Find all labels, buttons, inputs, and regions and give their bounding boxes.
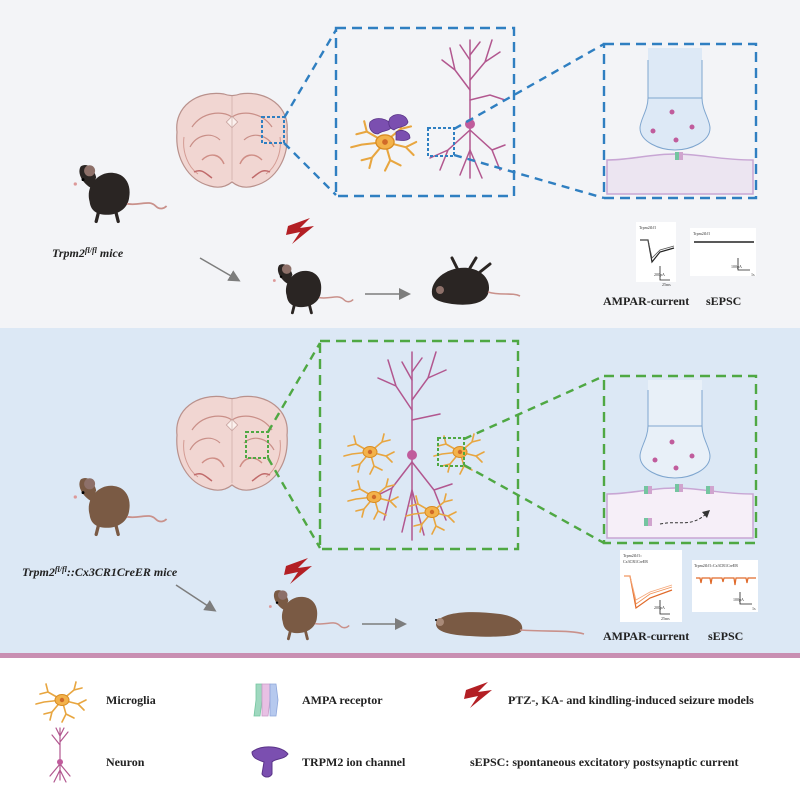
zoom-line — [283, 142, 337, 196]
svg-text:Trpm2fl/fl: Trpm2fl/fl — [693, 231, 711, 236]
sepsc-trace-bottom: Trpm2fl/fl::Cx3CR1CreER 100pA 1s — [692, 560, 758, 612]
zoom-line — [453, 42, 605, 131]
sepsc-trace-top: Trpm2fl/fl 100pA 1s — [690, 228, 756, 277]
brain-roi-box — [245, 431, 269, 459]
legend-ampa-label: AMPA receptor — [302, 693, 383, 707]
divider-bar — [0, 653, 800, 658]
zoom-line — [266, 457, 322, 549]
brain-roi-box — [261, 116, 285, 144]
ampar-caption: AMPAR-current — [603, 629, 689, 643]
zoom-line — [266, 342, 322, 433]
svg-text:200pA: 200pA — [654, 272, 665, 277]
svg-text:Trpm2fl/fl::: Trpm2fl/fl:: — [623, 553, 642, 558]
synapse-icon — [606, 48, 754, 195]
sepsc-caption: sEPSC — [708, 629, 743, 643]
ampar-caption: AMPAR-current — [603, 294, 689, 308]
svg-text:25ms: 25ms — [662, 282, 671, 287]
svg-text:Trpm2fl/fl: Trpm2fl/fl — [639, 225, 657, 230]
synapse-roi-box — [437, 437, 465, 467]
zoom-line — [282, 29, 338, 119]
synapse-roi-box — [427, 127, 455, 157]
zoom-line — [453, 153, 605, 200]
legend: Microglia Neuron AMPA receptor TRPM2 ion… — [35, 681, 754, 783]
trpm2-channel-icon — [251, 746, 289, 778]
legend-background — [0, 658, 800, 800]
neuron-soma — [407, 450, 417, 460]
bottom-mouse-label: Trpm2fl/fl::Cx3CR1CreER mice — [22, 565, 178, 579]
zoom-line — [463, 463, 605, 545]
synapse-zoom-box — [602, 42, 758, 200]
progression-arrow — [175, 584, 217, 612]
neuron-icon — [49, 727, 71, 783]
neuron-soma — [57, 759, 63, 765]
ampa-receptor-icon — [253, 683, 279, 717]
brain-slice-icon — [175, 395, 289, 491]
zoom-line — [463, 374, 605, 441]
svg-text:25ms: 25ms — [661, 616, 670, 621]
top-panel: Trpm2fl/fl mice Trpm2fl/fl 200pA 25ms Tr… — [52, 26, 758, 315]
legend-trpm2-label: TRPM2 ion channel — [302, 755, 406, 769]
svg-text:Trpm2fl/fl::Cx3CR1CreER: Trpm2fl/fl::Cx3CR1CreER — [694, 563, 738, 568]
brain-slice-icon — [175, 92, 289, 188]
legend-seizure-label: PTZ-, KA- and kindling-induced seizure m… — [508, 693, 754, 707]
svg-text:Cx3CR1CreER: Cx3CR1CreER — [623, 559, 648, 564]
bottom-panel: Trpm2fl/fl::Cx3CR1CreER mice Trpm2fl/fl:… — [22, 339, 758, 643]
trpm2-channel-icon — [369, 114, 411, 141]
legend-neuron-label: Neuron — [106, 755, 145, 769]
svg-text:100pA: 100pA — [731, 264, 742, 269]
legend-microglia-label: Microglia — [106, 693, 156, 707]
svg-text:1s: 1s — [751, 272, 755, 277]
seizing-mouse-icon — [435, 612, 585, 637]
progression-arrow — [199, 257, 241, 282]
cell-zoom-box — [318, 339, 520, 551]
ampar-trace-top: Trpm2fl/fl 200pA 25ms — [636, 222, 676, 287]
seizing-mouse-icon — [431, 256, 521, 305]
sepsc-caption: sEPSC — [706, 294, 741, 308]
synapse-icon — [606, 380, 754, 539]
svg-text:1s: 1s — [752, 606, 756, 611]
ampar-trace-bottom: Trpm2fl/fl:: Cx3CR1CreER 200pA 25ms — [620, 550, 682, 622]
legend-sepsc-definition: sEPSC: spontaneous excitatory postsynapt… — [470, 755, 738, 769]
neuron-icon — [429, 39, 506, 179]
svg-text:100pA: 100pA — [733, 597, 744, 602]
cell-zoom-box — [334, 26, 516, 198]
svg-text:200pA: 200pA — [654, 605, 665, 610]
top-mouse-label: Trpm2fl/fl mice — [52, 246, 124, 260]
